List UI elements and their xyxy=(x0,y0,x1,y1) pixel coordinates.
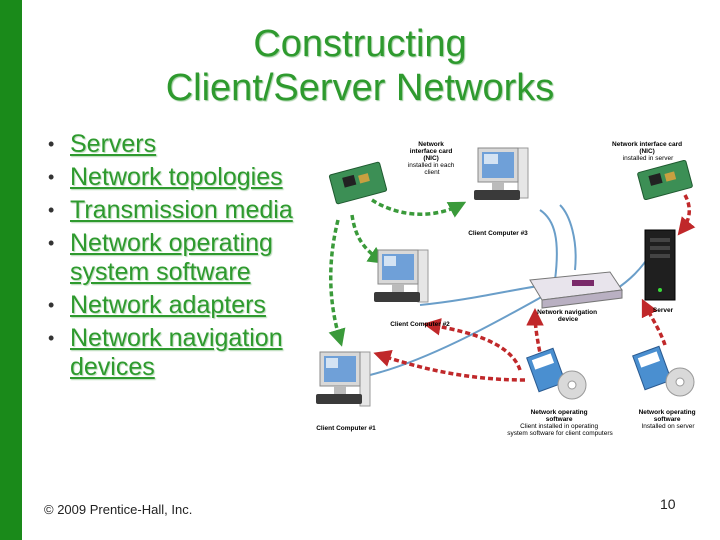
label-nic-client: Network interface card (NIC) installed i… xyxy=(408,141,456,176)
bullet-item: • Network operating system software xyxy=(40,229,310,287)
software-arrows-red xyxy=(373,194,696,382)
label-nic-server-line-2: (NIC) xyxy=(639,148,655,155)
label-nav-device: Network navigation device xyxy=(537,309,599,323)
nic-card-client-icon xyxy=(328,161,388,205)
bullet-item: • Servers xyxy=(40,130,310,159)
bullet-dot-icon: • xyxy=(48,295,55,315)
label-nic-server: Network interface card (NIC) installed i… xyxy=(612,141,684,162)
label-client-computer-3: Client Computer #3 xyxy=(468,230,528,237)
page-number: 10 xyxy=(660,496,676,512)
label-client-computer-1: Client Computer #1 xyxy=(316,425,376,432)
bullet-item: • Network adapters xyxy=(40,291,310,320)
label-nos-client-line-4: system software for client computers xyxy=(507,430,613,437)
label-server: Server xyxy=(653,307,674,314)
left-accent-bar xyxy=(0,0,22,540)
bullet-list: • Servers • Network topologies • Transmissi… xyxy=(40,130,310,386)
label-nic-server-line-3: installed in server xyxy=(623,155,674,162)
nic-card-server-icon xyxy=(637,159,693,201)
bullet-dot-icon: • xyxy=(48,200,55,220)
link-servers[interactable]: Servers xyxy=(70,130,157,158)
label-nav-device-line-1: Network navigation xyxy=(537,309,597,316)
client-computer-1-icon xyxy=(316,351,371,407)
bullet-dot-icon: • xyxy=(48,328,55,348)
title-line-2: Client/Server Networks xyxy=(165,67,555,109)
label-nic-server-line-1: Network interface card xyxy=(612,141,682,148)
label-nav-device-line-2: device xyxy=(558,316,579,323)
label-nos-client: Network operating software Client instal… xyxy=(507,409,613,437)
label-nos-client-line-3: Client installed in operating xyxy=(520,423,598,430)
copyright-footer: © 2009 Prentice-Hall, Inc. xyxy=(44,502,193,517)
label-nos-server: Network operating software Installed on … xyxy=(639,409,698,430)
label-client-computer-2: Client Computer #2 xyxy=(390,321,450,328)
bullet-dot-icon: • xyxy=(48,134,55,154)
slide-title: Constructing Client/Server Networks xyxy=(110,22,610,110)
label-nos-client-line-2: software xyxy=(546,416,573,423)
bullet-item: • Network navigation devices xyxy=(40,324,310,382)
link-network-os-software[interactable]: Network operating system software xyxy=(70,229,273,286)
nos-server-software-icon xyxy=(632,345,695,397)
label-nic-client-line-5: client xyxy=(424,169,439,176)
label-nos-server-line-1: Network operating xyxy=(639,409,696,416)
link-network-topologies[interactable]: Network topologies xyxy=(70,163,283,191)
label-nic-client-line-3: (NIC) xyxy=(423,155,439,162)
label-nos-server-line-3: Installed on server xyxy=(641,423,695,430)
label-nic-client-line-2: interface card xyxy=(410,148,453,155)
link-network-adapters[interactable]: Network adapters xyxy=(70,291,266,319)
network-navigation-device-icon xyxy=(529,271,623,309)
nos-client-software-icon xyxy=(526,347,587,400)
link-network-navigation-devices[interactable]: Network navigation devices xyxy=(70,324,283,381)
link-transmission-media[interactable]: Transmission media xyxy=(70,196,293,224)
label-nos-server-line-2: software xyxy=(654,416,681,423)
bullet-dot-icon: • xyxy=(48,233,55,253)
label-nos-client-line-1: Network operating xyxy=(531,409,588,416)
client-server-network-diagram: Network interface card (NIC) installed i… xyxy=(316,141,698,437)
title-line-1: Constructing xyxy=(253,23,467,65)
bullet-item: • Transmission media xyxy=(40,196,310,225)
server-tower-icon xyxy=(644,229,676,301)
bullet-dot-icon: • xyxy=(48,167,55,187)
label-nic-client-line-1: Network xyxy=(418,141,444,148)
client-computer-2-icon xyxy=(374,249,429,303)
nic-arrows-green xyxy=(328,198,467,347)
label-nic-client-line-4: installed in each xyxy=(408,162,455,169)
client-computer-3-icon xyxy=(474,147,529,200)
bullet-item: • Network topologies xyxy=(40,163,310,192)
